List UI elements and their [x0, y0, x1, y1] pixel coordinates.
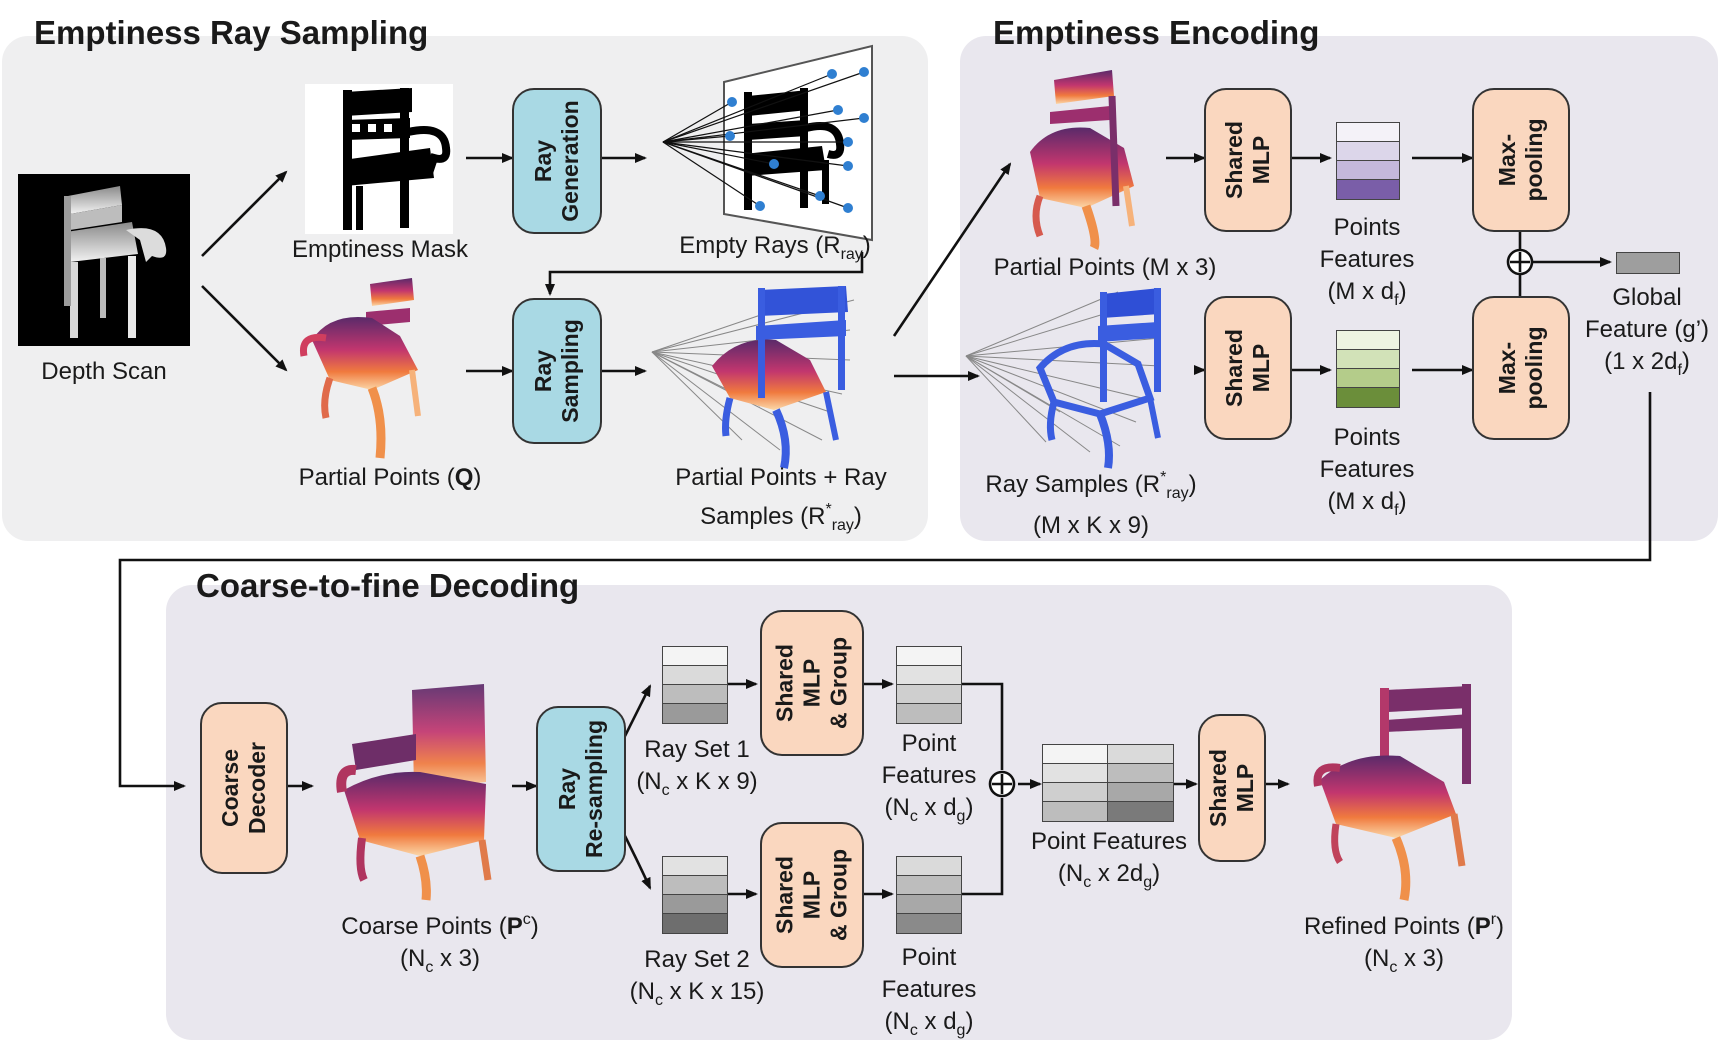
point-features-concat-label: Point Features(Nc x 2dg) [1030, 828, 1188, 891]
depth-scan-image [18, 174, 190, 346]
ray-set-2-stack [662, 856, 728, 934]
max-pooling-bottom-box: Max-pooling [1472, 296, 1570, 440]
point-features-2-stack [896, 856, 962, 934]
ray-set-1-stack [662, 646, 728, 724]
partial-points-image [299, 278, 421, 459]
sum-operator-icon [988, 248, 1534, 798]
partial-points-ray-samples-image [651, 286, 855, 469]
max-pooling-top-box: Max-pooling [1472, 88, 1570, 232]
refined-points-label: Refined Points (Pr)(Nc x 3) [1303, 911, 1505, 976]
encoding-partial-points-label: Partial Points (M x 3) [993, 254, 1217, 281]
points-features-bottom-stack [1336, 330, 1400, 408]
global-feature-bar [1616, 252, 1680, 274]
coarse-points-image [336, 684, 492, 901]
encoding-ray-samples-image [965, 288, 1161, 469]
title-emptiness-ray-sampling: Emptiness Ray Sampling [34, 14, 429, 51]
encoding-ray-samples-label: Ray Samples (R*ray)(M x K x 9) [985, 469, 1197, 539]
depth-scan-label: Depth Scan [41, 358, 167, 385]
ray-set-2-label: Ray Set 2(Nc x K x 15) [629, 946, 765, 1009]
point-features-1-stack [896, 646, 962, 724]
point-features-concat-stack [1042, 744, 1174, 822]
flow-arrows [118, 153, 1652, 899]
empty-rays-image [662, 44, 873, 242]
coarse-points-label: Coarse Points (Pc)(Nc x 3) [341, 911, 539, 976]
emptiness-mask-image [305, 84, 453, 234]
encoding-partial-points-image [1030, 70, 1135, 251]
title-emptiness-encoding: Emptiness Encoding [993, 14, 1320, 51]
empty-rays-label: Empty Rays (Rray) [679, 232, 871, 263]
refined-points-image [1313, 684, 1471, 901]
title-coarse-to-fine-decoding: Coarse-to-fine Decoding [196, 567, 580, 604]
ray-set-1-label: Ray Set 1(Nc x K x 9) [636, 736, 758, 799]
points-features-top-stack [1336, 122, 1400, 200]
emptiness-mask-label: Emptiness Mask [291, 236, 469, 263]
partial-points-q-label: Partial Points (Q) [298, 464, 482, 491]
